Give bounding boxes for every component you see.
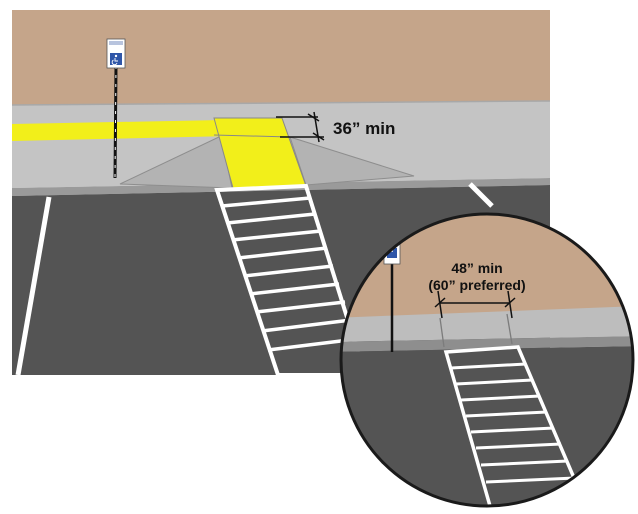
ramp-width-dimension <box>276 111 325 143</box>
ramp-right-flare <box>289 136 415 186</box>
inset-wheelchair-accessible-icon <box>387 248 397 258</box>
parking-line-right <box>468 182 494 208</box>
landing-width-label-line2: (60” preferred) <box>428 277 525 293</box>
wheelchair-accessible-icon <box>110 53 122 65</box>
inset-ramp-edge-right <box>506 313 513 345</box>
ramp-width-label: 36” min <box>333 119 395 138</box>
landing-width-dimension <box>434 290 516 319</box>
tactile-strip <box>12 119 278 141</box>
main-view <box>12 10 550 375</box>
parking-line-left <box>15 196 52 375</box>
inset-crosswalk-border <box>443 345 595 506</box>
inset-asphalt <box>341 346 633 506</box>
sidewalk-edge-line <box>12 100 550 106</box>
inset-ramp-edge-left <box>439 317 445 348</box>
inset-frame <box>339 212 635 508</box>
ramp-top-edge <box>213 134 291 138</box>
crosswalk-stripes <box>221 196 358 352</box>
landing-width-label-line1: 48” min <box>451 260 502 276</box>
inset-crosswalk-stripes <box>450 362 576 484</box>
inset-curb <box>341 336 633 352</box>
inset-sidewalk <box>341 306 633 342</box>
building-wall <box>12 10 550 108</box>
accessible-parking-sign <box>106 38 126 179</box>
